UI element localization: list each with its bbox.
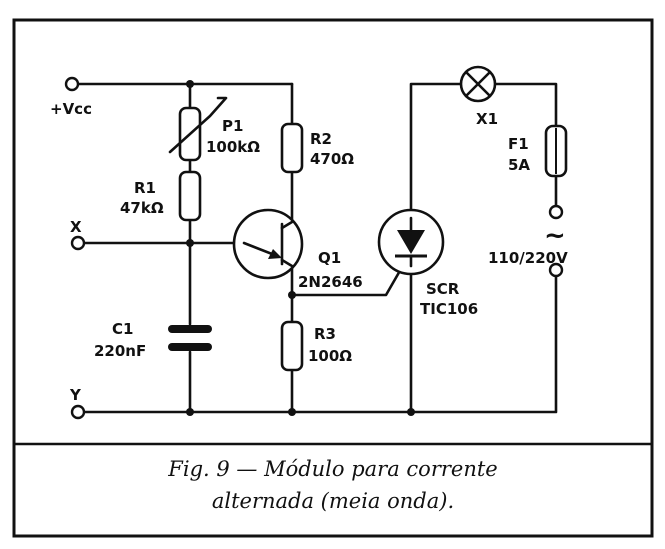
q1-base-leads [280, 220, 294, 268]
figure-frame [12, 18, 654, 538]
label-y: Y [69, 386, 82, 404]
label-vcc: +Vcc [50, 100, 92, 118]
terminal-x [70, 235, 86, 251]
capacitor-c1-plate-top [168, 325, 212, 333]
junction-dot [186, 80, 194, 88]
label-r1-ref: R1 [134, 179, 156, 197]
label-x1-ref: X1 [476, 110, 498, 128]
label-r3-ref: R3 [314, 325, 336, 343]
schematic [64, 65, 568, 420]
label-scr-value: TIC106 [420, 300, 478, 318]
label-r3-value: 100Ω [308, 347, 352, 365]
label-ac-symbol: ~ [544, 221, 566, 251]
label-ac-value: 110/220V [488, 249, 568, 267]
junction-dot [186, 408, 194, 416]
terminal-ac-bottom [548, 262, 564, 278]
label-p1-ref: P1 [222, 117, 243, 135]
label-f1-ref: F1 [508, 135, 529, 153]
label-x: X [70, 218, 82, 236]
label-q1-ref: Q1 [318, 249, 341, 267]
label-scr-ref: SCR [426, 280, 460, 298]
resistor-r3 [280, 320, 304, 372]
wire-lamp-fuse [494, 82, 558, 128]
potentiometer-arrow [168, 96, 228, 154]
resistor-r2 [280, 122, 304, 174]
label-p1-value: 100kΩ [206, 138, 260, 156]
label-f1-value: 5A [508, 156, 530, 174]
junction-dot [288, 291, 296, 299]
wire-ground-rail [82, 274, 558, 414]
label-q1-value: 2N2646 [298, 273, 363, 291]
terminal-vcc [64, 76, 80, 92]
junction-dot [186, 239, 194, 247]
capacitor-c1-plate-bottom [168, 343, 212, 351]
label-c1-ref: C1 [112, 320, 133, 338]
junction-dot [407, 408, 415, 416]
label-r1-value: 47kΩ [120, 199, 164, 217]
resistor-r1 [178, 170, 202, 222]
scr-diode-triangle [397, 230, 425, 254]
caption-line-2: alternada (meia onda). [212, 489, 454, 513]
wire-gate [290, 260, 407, 297]
q1-emitter [242, 241, 274, 256]
q1-emitter-arrow [268, 249, 282, 259]
junction-dot [288, 408, 296, 416]
label-r2-value: 470Ω [310, 150, 354, 168]
caption-line-1: Fig. 9 — Módulo para corrente [167, 457, 497, 481]
wire-scr-top [409, 82, 462, 220]
terminal-y [70, 404, 86, 420]
label-c1-value: 220nF [94, 342, 146, 360]
label-r2-ref: R2 [310, 130, 332, 148]
lamp-cross [464, 70, 492, 98]
terminal-ac-top [548, 204, 564, 220]
